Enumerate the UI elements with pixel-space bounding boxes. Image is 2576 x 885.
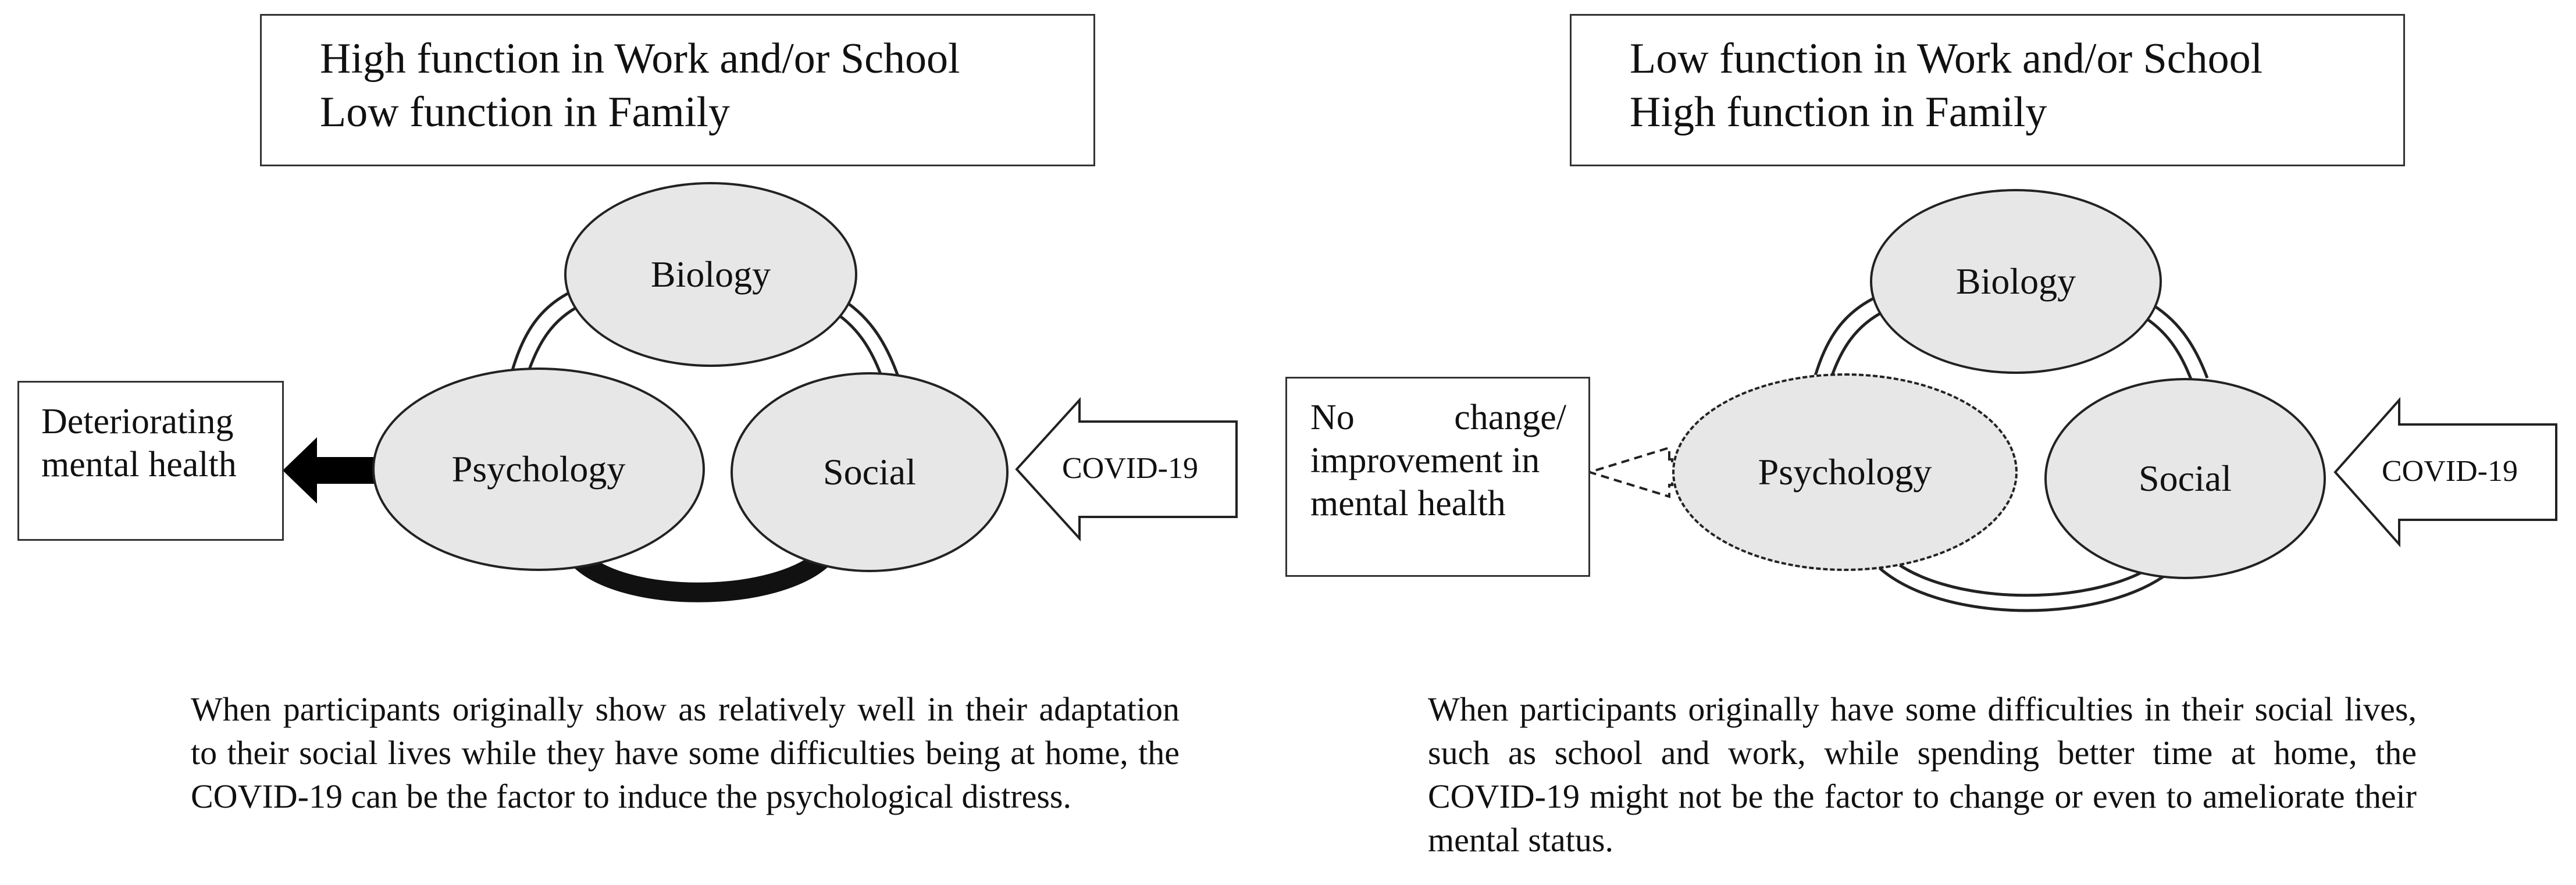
left-biology-node: Biology <box>564 182 857 367</box>
left-caption: When participants originally show as rel… <box>191 690 1180 815</box>
left-header-box: High function in Work and/or School Low … <box>260 14 1095 166</box>
left-social-node: Social <box>731 372 1009 572</box>
right-psychology-node: Psychology <box>1672 373 2018 571</box>
left-outcome-line-2: mental health <box>41 445 237 484</box>
right-outcome-line-1: No <box>1310 398 1355 437</box>
left-outcome-box: Deteriorating mental health <box>17 381 284 541</box>
right-outcome-line-3: mental health <box>1310 484 1506 523</box>
right-diagram: Low function in Work and/or School High … <box>1285 0 2576 885</box>
left-connectors <box>283 267 1238 602</box>
right-ring-arc-lower-outer <box>1869 557 2185 612</box>
right-biology-label: Biology <box>1955 260 2076 302</box>
left-outcome-arrow-shaft <box>317 457 376 484</box>
right-covid-label: COVID-19 <box>2382 455 2518 488</box>
right-header-line-1: Low function in Work and/or School <box>1630 35 2263 83</box>
right-psychology-label: Psychology <box>1758 451 1932 493</box>
right-header-line-2: High function in Family <box>1630 88 2047 136</box>
left-ring-arc-lower-bold <box>568 548 833 602</box>
right-covid-arrow-shape <box>2333 397 2557 548</box>
left-covid-arrow-shape <box>1015 397 1238 542</box>
left-social-label: Social <box>823 451 916 493</box>
right-biology-node: Biology <box>1870 189 2162 374</box>
left-outcome-line-1: Deteriorating <box>41 402 234 441</box>
right-social-node: Social <box>2044 378 2326 579</box>
left-header-line-2: Low function in Family <box>320 88 730 136</box>
right-outcome-box: No change/ improvement in mental health <box>1285 377 1590 577</box>
left-outcome-arrow-head <box>283 437 317 504</box>
left-diagram: High function in Work and/or School Low … <box>17 14 1238 815</box>
right-caption: When participants originally have some d… <box>1428 690 2417 859</box>
right-outcome-line-1b: change/ <box>1454 398 1566 437</box>
left-biology-label: Biology <box>650 254 771 295</box>
left-covid-label: COVID-19 <box>1062 452 1198 485</box>
right-outcome-line-1-row: No change/ <box>1310 396 1566 439</box>
left-psychology-label: Psychology <box>451 448 626 490</box>
right-header-box: Low function in Work and/or School High … <box>1570 14 2405 166</box>
right-outcome-line-2: improvement in <box>1310 441 1540 480</box>
right-outcome-dashed-arrow <box>1585 446 1673 498</box>
right-social-label: Social <box>2139 458 2232 499</box>
left-header-line-1: High function in Work and/or School <box>320 35 960 83</box>
right-connectors <box>1585 272 2557 612</box>
left-psychology-node: Psychology <box>372 367 705 571</box>
